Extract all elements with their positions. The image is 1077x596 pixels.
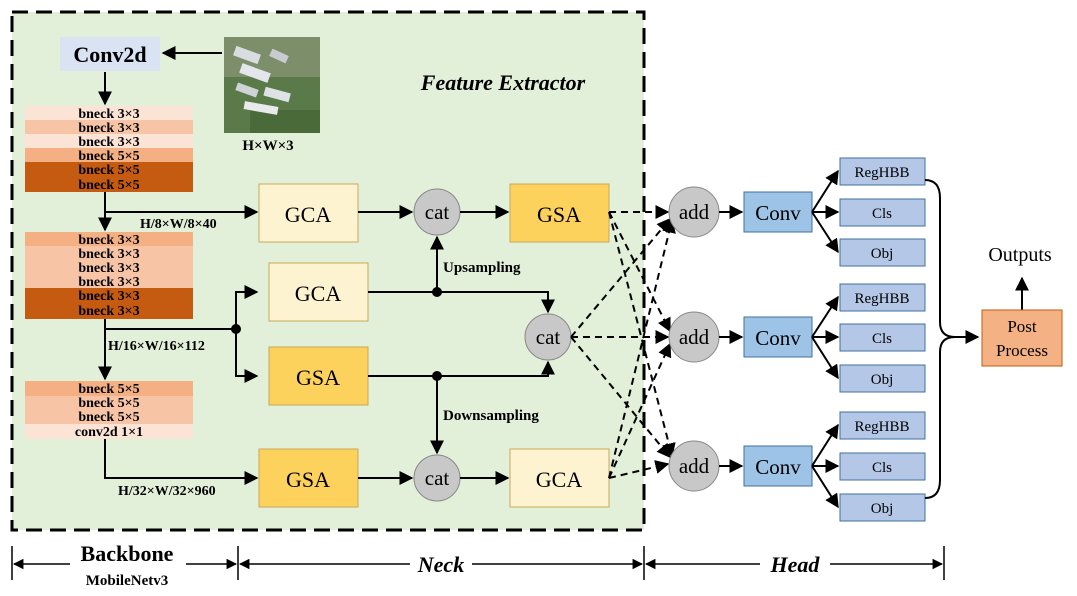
section-backbone-sub: MobileNetv3 bbox=[86, 573, 168, 589]
bneck-label: bneck 3×3 bbox=[78, 304, 139, 319]
bneck-label: bneck 5×5 bbox=[78, 410, 139, 425]
reghbb-label: RegHBB bbox=[854, 419, 909, 435]
post-process-box bbox=[981, 309, 1063, 367]
bneck-group-2: bneck 3×3 bneck 3×3 bneck 3×3 bneck 3×3 … bbox=[25, 232, 193, 319]
obj-label: Obj bbox=[871, 501, 894, 517]
cat-bottom-label: cat bbox=[425, 466, 450, 490]
bneck-group-1: bneck 3×3 bneck 3×3 bneck 3×3 bneck 5×5 … bbox=[25, 106, 193, 193]
reghbb-label: RegHBB bbox=[854, 165, 909, 181]
bneck-label: bneck 3×3 bbox=[78, 275, 139, 290]
gca-mid-box bbox=[268, 262, 369, 322]
upsampling-label: Upsampling bbox=[443, 260, 521, 276]
post-process-line2: Process bbox=[996, 341, 1048, 360]
conv-box-mid bbox=[743, 316, 813, 358]
gsa-bottom-box bbox=[258, 448, 359, 508]
add-label: add bbox=[679, 325, 710, 349]
section-ruler bbox=[11, 546, 945, 580]
conv2d-box bbox=[60, 37, 160, 71]
head-outputs-top: RegHBB Cls Obj bbox=[839, 157, 926, 267]
cls-label: Cls bbox=[872, 331, 892, 347]
conv-label: Conv bbox=[755, 455, 801, 479]
bneck-group-3: bneck 5×5 bneck 5×5 bneck 5×5 conv2d 1×1 bbox=[25, 381, 193, 440]
post-process-line1: Post bbox=[1007, 317, 1037, 336]
gsa-top-out-box bbox=[509, 183, 610, 243]
conv-label: Conv bbox=[755, 326, 801, 350]
head-outputs-bottom: RegHBB Cls Obj bbox=[839, 411, 926, 522]
add-label: add bbox=[679, 200, 710, 224]
bneck-label: bneck 3×3 bbox=[78, 289, 139, 304]
conv-label: Conv bbox=[755, 201, 801, 225]
gsa-mid-label: GSA bbox=[296, 365, 340, 390]
bneck-label: bneck 5×5 bbox=[78, 382, 139, 397]
cls-label: Cls bbox=[872, 460, 892, 476]
cls-label: Cls bbox=[872, 206, 892, 222]
gca-bottom-out-label: GCA bbox=[536, 467, 583, 492]
section-head: Head bbox=[770, 552, 821, 577]
bneck-label: bneck 3×3 bbox=[78, 121, 139, 136]
section-backbone: Backbone bbox=[81, 541, 174, 566]
head-outputs-mid: RegHBB Cls Obj bbox=[839, 283, 926, 393]
conv-box-top bbox=[743, 191, 813, 233]
bneck-label: bneck 3×3 bbox=[78, 107, 139, 122]
bneck-label: bneck 3×3 bbox=[78, 233, 139, 248]
junction-dot bbox=[432, 371, 442, 381]
outputs-label: Outputs bbox=[988, 244, 1052, 266]
gca-top-box bbox=[258, 183, 359, 243]
bneck-label: bneck 3×3 bbox=[78, 135, 139, 150]
obj-label: Obj bbox=[871, 372, 894, 388]
bneck-label: bneck 5×5 bbox=[78, 178, 139, 193]
neck-connectors bbox=[358, 205, 555, 485]
conv2d-label: Conv2d bbox=[73, 42, 146, 67]
bneck-label: bneck 3×3 bbox=[78, 261, 139, 276]
feature-extractor-title: Feature Extractor bbox=[420, 70, 586, 95]
junction-dot bbox=[231, 324, 241, 334]
gsa-mid-box bbox=[268, 346, 369, 406]
bneck-label: bneck 3×3 bbox=[78, 247, 139, 262]
head-connectors bbox=[719, 169, 1029, 509]
gca-bottom-out-box bbox=[509, 448, 610, 508]
feature-size-s16: H/16×W/16×112 bbox=[108, 339, 205, 354]
gsa-top-out-label: GSA bbox=[537, 202, 581, 227]
reghbb-label: RegHBB bbox=[854, 291, 909, 307]
gsa-bottom-label: GSA bbox=[286, 467, 330, 492]
section-neck: Neck bbox=[417, 552, 464, 577]
conv-box-bottom bbox=[743, 445, 813, 487]
junction-dot bbox=[432, 287, 442, 297]
downsampling-label: Downsampling bbox=[443, 408, 539, 424]
cat-mid-label: cat bbox=[536, 325, 561, 349]
add-label: add bbox=[679, 454, 710, 478]
feature-size-s32: H/32×W/32×960 bbox=[118, 484, 216, 499]
bneck-label: bneck 5×5 bbox=[78, 149, 139, 164]
obj-label: Obj bbox=[871, 246, 894, 262]
gca-top-label: GCA bbox=[285, 202, 332, 227]
conv2d-1x1-label: conv2d 1×1 bbox=[75, 425, 143, 440]
backbone-connectors bbox=[98, 46, 259, 485]
input-size-label: H×W×3 bbox=[242, 138, 293, 154]
bneck-label: bneck 5×5 bbox=[78, 163, 139, 178]
gca-mid-label: GCA bbox=[295, 281, 342, 306]
input-image bbox=[224, 37, 320, 133]
bneck-label: bneck 5×5 bbox=[78, 396, 139, 411]
feature-size-s8: H/8×W/8×40 bbox=[140, 217, 217, 232]
cat-top-label: cat bbox=[425, 200, 450, 224]
dashed-connectors bbox=[570, 205, 676, 479]
